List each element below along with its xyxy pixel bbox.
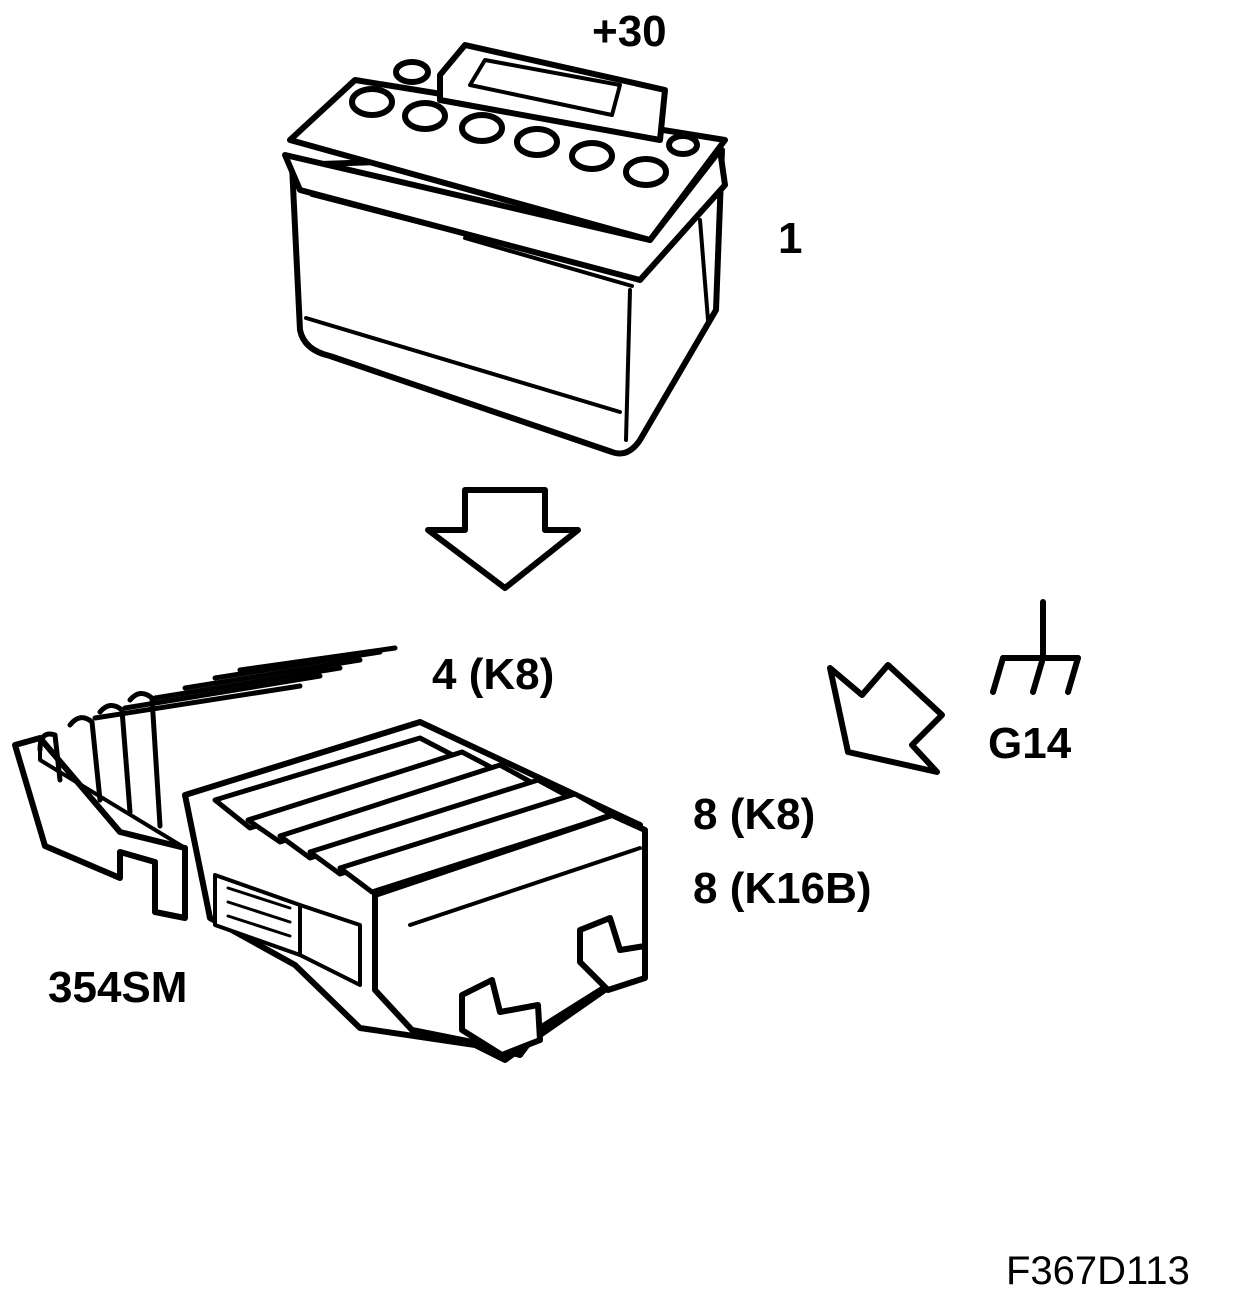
pin-8-k16b-label: 8 (K16B) — [693, 864, 872, 913]
battery-icon — [282, 42, 728, 457]
pin-4-label: 4 (K8) — [432, 650, 555, 699]
figure-code: F367D113 — [1006, 1249, 1190, 1293]
ground-symbol-icon — [990, 599, 1081, 695]
battery-number-label: 1 — [778, 214, 803, 263]
pin-8-k8-label: 8 (K8) — [693, 790, 816, 839]
diagonal-arrow-icon — [827, 662, 945, 775]
module-label: 354SM — [48, 963, 188, 1012]
ground-point-label: G14 — [988, 719, 1072, 768]
terminal-label: +30 — [592, 7, 667, 56]
control-module-icon — [12, 645, 648, 1063]
down-arrow-icon — [425, 487, 581, 591]
